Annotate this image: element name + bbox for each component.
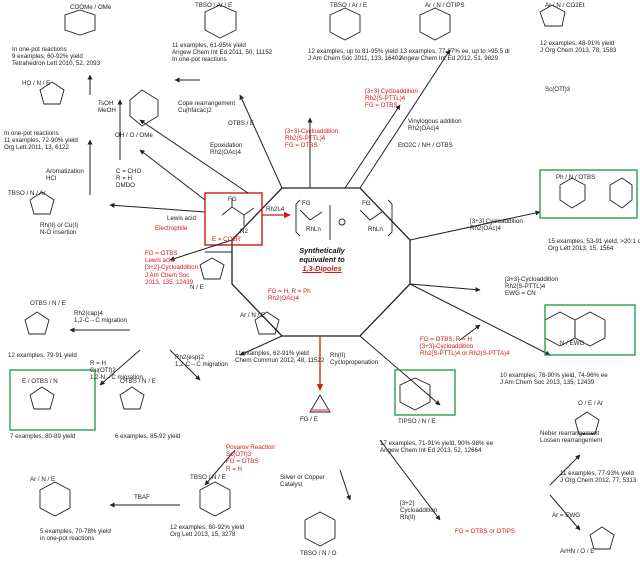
center-dipoles (295, 199, 393, 240)
isoquinoline-reagent: [3+3]-Cycloaddition Rh2(S-PTTL)4 EWG = C… (505, 276, 559, 298)
pyrazolone-cite: 7 examples, 80-89 yield (10, 433, 76, 440)
center-left-label: RhLn (306, 226, 321, 233)
aza-bicycle-mol: OTBS / N / E (120, 378, 156, 385)
pyrazolone-reagent: R = H Cu(OTf)2 1,2-N→C migration (90, 360, 143, 382)
dihydropyran-cite: 12 examples, up to 81-95% yield J Am Che… (308, 48, 402, 63)
furan-cite: In one-pot reactions 9 examples, 60-92% … (12, 46, 101, 68)
furanone-cite: 11 examples, 77-93% yield J Org Chem 201… (560, 470, 637, 485)
tetrahydroquinoline-cite: 12 examples, 80-92% yield Org Lett 2013,… (170, 524, 245, 539)
center-line1: Synthetically equivalent to (299, 246, 345, 264)
furanone-reagent: Neber rearrangement Lossen rearrangement (540, 430, 603, 445)
oxazole-cite: 11 examples, 62-91% yield Chem Commun 20… (235, 350, 325, 365)
benzazepine-mol: Ar / N / E (30, 476, 56, 483)
pyrrole-mol: HO / N / E (22, 80, 51, 87)
oxepine-cite: 11 examples, 61-95% yield Angew Chem Int… (172, 42, 273, 64)
source-n2: N2 (240, 228, 248, 235)
bicyclic-lactam-reagent: Rh2(cap)4 1,2-C→C migration (74, 310, 127, 325)
center-right-label: RhLn (368, 226, 383, 233)
pyrrolopyrazole-cite: 15 examples, 53-91 yield, >20:1 dr Org L… (548, 238, 640, 253)
center-caption: Synthetically equivalent to 1,3-Dipoles (282, 246, 362, 273)
product-rings (24, 4, 633, 550)
furan-reagent: TsOH MeOH (98, 100, 116, 115)
bicyclic-lactam-cite: 12 examples, 79-91 yield (8, 352, 77, 359)
nitrile-oxide-mol: FG = OTBS or OTIPS (455, 528, 515, 535)
secondary-arrows (69, 74, 581, 531)
source-e-def: E = CO2R' (212, 236, 242, 243)
pyrazole-reagent: Sc(OTf)3 (545, 86, 571, 93)
source-structure (221, 198, 255, 226)
oxepine-reagent: Cope rearrangement Cu(hfacac)2 (178, 100, 236, 115)
nh-insertion-mol: TBSO / N / Ar (8, 190, 46, 197)
vinylogous-mol: EtO2C / NH / OTBS (398, 142, 453, 149)
oxazine-reagent: Silver or Copper Catalyst (280, 474, 325, 489)
center-line2: 1,3-Dipoles (302, 264, 342, 273)
tetrahydroquinoline-reagent: Povarov Reaction Sc(OTf)3 FG = OTBS R = … (226, 444, 275, 473)
aldol-reagent: C = CHO R = H DMDO (116, 168, 142, 190)
pyrazolone-mol: E / OTBS / N (22, 378, 58, 385)
oxazine-mol: TBSO / N / O (300, 550, 337, 557)
pyrazole-mol: Ar / N / CO2Et (545, 2, 585, 9)
aldol-mol: OH / O / OMe (115, 132, 153, 139)
benzazepine-cite: 5 examples, 70-78% yield in one-pot reac… (40, 528, 111, 543)
nh-insertion-reagent: Rh(II) or Cu(I) N-O insertion (40, 222, 79, 237)
pyridazine-mol: TIPSO / N / E (398, 418, 436, 425)
cyclopropene-structure (309, 394, 331, 413)
furanone-mol: O / E / Ar (578, 400, 604, 407)
dihydropyran-reagent: [3+3]-Cycloaddition Rh2(S-PTTL)4 FG = OT… (285, 128, 339, 150)
oxazole-reagent: FG = H, R = Ph Rh2(OAc)4 (268, 288, 311, 303)
epoxidation-reagent: Epoxidation Rh2(OAc)4 (210, 142, 243, 157)
tetrahydroquinoline-mol: TBSO / N / E (190, 474, 226, 481)
tetrahydropyridazine-mol: Ar / N / OTIPS (425, 2, 465, 9)
source-side1: Lewis acid (167, 215, 196, 222)
isoquinoline-mol: N / EWG (560, 340, 585, 347)
pyridazine-cite: 17 examples, 71-91% yield, 90%-98% ee An… (380, 440, 494, 455)
pyrrole-reagent: Aromatization HCl (46, 168, 84, 183)
nitrile-oxide-reagent: [3+2] Cycloaddition Rh(II) (400, 500, 438, 522)
lewis-acid-reagent: FG = OTBS Lewis acid [3+2]-Cycloaddition… (145, 250, 199, 286)
epoxidation-mol: OTBS / E (228, 120, 255, 127)
furan-mol: COOMe / OMe (70, 4, 112, 11)
pyrrolopyrazole-reagent: [3+3] Cycloaddition Rh2(OAc)4 (470, 218, 523, 233)
bicyclic-lactam-mol: OTBS / N / E (30, 300, 66, 307)
pyrrole-cite: In one-pot reactions 11 examples, 72-90%… (4, 130, 78, 152)
source-fg: FG (228, 196, 237, 203)
bottom-right-reagent: Ar = EWG (552, 512, 581, 519)
source-reagent: Rh2L4 (266, 206, 285, 213)
center-fg-right: FG (362, 200, 371, 207)
tetrahydropyridazine-reagent: [3+3] Cycloaddition Rh2(S-PTTL)4 FG = OT… (365, 88, 418, 110)
pyridazine-reagent: FG = OTBS, R = H [3+3]-Cycloaddition Rh2… (420, 336, 510, 358)
oxazole-mol: Ar / N / E (240, 312, 266, 319)
center-fg-left: FG (302, 200, 311, 207)
cyclopropene-mol: FG / E (300, 416, 318, 423)
bottom-right-mol: ArHN / O / E (560, 548, 595, 555)
aza-bicycle-reagent: Rh2(esp)2 1,2-C→C migration (175, 354, 228, 369)
pyrazole-cite: 12 examples, 48-91% yield J Org Chem 201… (540, 40, 617, 55)
oxepine-mol: TBSO / Ar / E (195, 2, 233, 9)
source-side2: Electrophile (155, 225, 188, 232)
dihydropyran-mol: TBSO / Ar / E (330, 2, 368, 9)
aza-bicycle-cite: 6 examples, 85-92 yield (115, 433, 181, 440)
source-box (204, 192, 263, 246)
pyrrolopyrazole-mol: Ph / N / OTBS (556, 174, 596, 181)
highlight-boxes (9, 169, 638, 431)
benzazepine-reagent: TBAF (134, 494, 150, 501)
tetrahydropyridazine-cite: 13 examples, 77-97% ee, up to >95:5 dr A… (400, 48, 511, 63)
lewis-acid-mol: N / E (190, 284, 204, 291)
cyclopropene-reagent: Rh(II) Cyclopropenation (330, 352, 379, 367)
isoquinoline-cite: 10 examples, 76-90% yield, 74-96% ee J A… (500, 372, 608, 387)
vinylogous-reagent: Vinylogous addition Rh2(OAc)4 (408, 118, 462, 133)
